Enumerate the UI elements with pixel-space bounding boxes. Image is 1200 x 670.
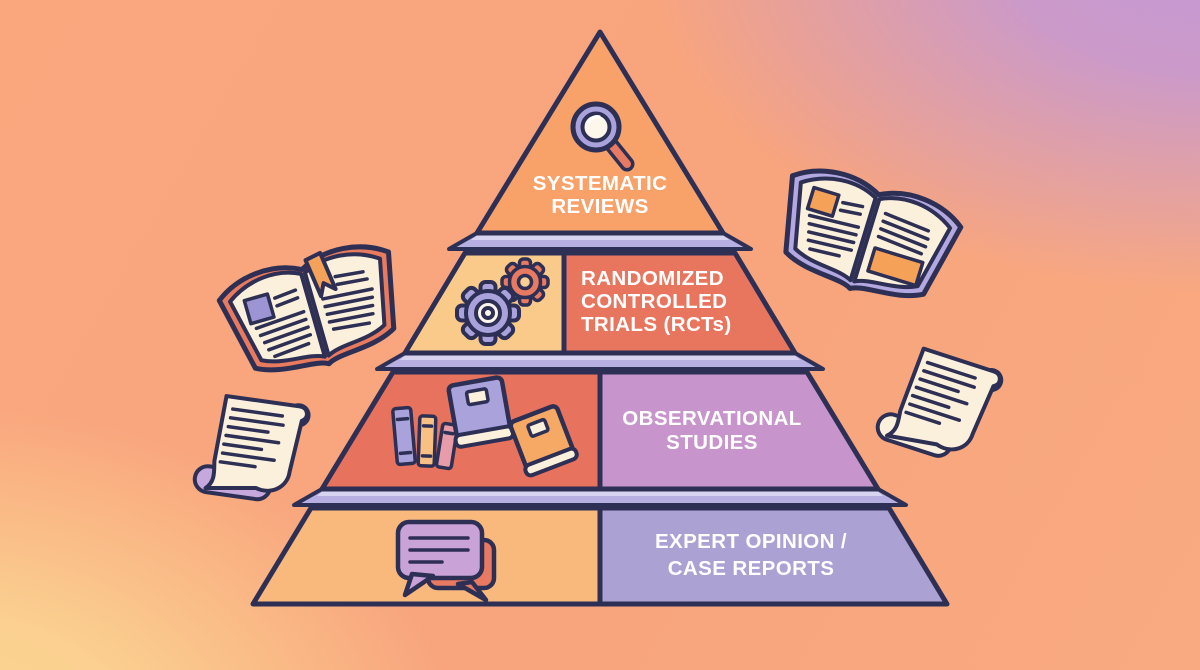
scroll-paper (884, 346, 1002, 452)
chat-bubble-front (395, 519, 485, 598)
scroll-left (192, 394, 311, 502)
chat-text-lines (408, 536, 470, 564)
level-1-label-line-2: REVIEWS (551, 195, 648, 218)
book-closed-purple (446, 375, 516, 449)
page-image-square (242, 292, 276, 326)
large-gear (455, 280, 521, 346)
page-image-small (805, 185, 841, 218)
open-book-right (783, 168, 964, 298)
page-image-large (866, 246, 925, 288)
level-2-text-zone (561, 250, 798, 356)
scroll-text-lines (904, 360, 977, 425)
scroll-text-lines (218, 407, 285, 469)
level-3-label-line-2: STUDIES (666, 431, 758, 454)
bookmark-ribbon (303, 250, 338, 299)
level-observational-studies: OBSERVATIONAL STUDIES (319, 369, 881, 492)
scroll-right (875, 346, 1004, 458)
level-4-label-line-2: CASE REPORTS (668, 557, 835, 580)
level-1-label-line-1: SYSTEMATIC (533, 172, 668, 195)
level-systematic-reviews: SYSTEMATIC REVIEWS (474, 29, 726, 236)
level-4-text-zone (597, 505, 950, 607)
level-2-label-line-1: RANDOMIZED (581, 267, 724, 290)
small-gear (500, 257, 550, 307)
book-closed-orange (508, 404, 579, 478)
level-randomized-controlled-trials: RANDOMIZED CONTROLLED TRIALS (RCTs) (402, 250, 798, 356)
magnifier-icon (570, 101, 635, 172)
level-4-label-line-1: EXPERT OPINION / (655, 530, 847, 553)
book-spine-3 (434, 421, 460, 471)
open-book-left (216, 244, 397, 373)
books-icon (391, 375, 579, 478)
level-2-label-line-3: TRIALS (RCTs) (581, 313, 732, 336)
page-text-lines (806, 200, 931, 258)
chat-bubbles-icon (395, 519, 497, 603)
scroll-paper (203, 394, 309, 493)
level-3-text-zone (597, 369, 881, 492)
book-spine-2 (416, 414, 438, 468)
level-expert-opinion-case-reports: EXPERT OPINION / CASE REPORTS (250, 505, 950, 607)
level-2-label-line-2: CONTROLLED (581, 290, 727, 313)
level-3-label-line-1: OBSERVATIONAL (622, 407, 801, 430)
page-text-lines (254, 270, 375, 359)
book-spine-1 (391, 405, 417, 467)
gears-icon (455, 257, 550, 346)
pyramid: SYSTEMATIC REVIEWS (250, 29, 950, 607)
